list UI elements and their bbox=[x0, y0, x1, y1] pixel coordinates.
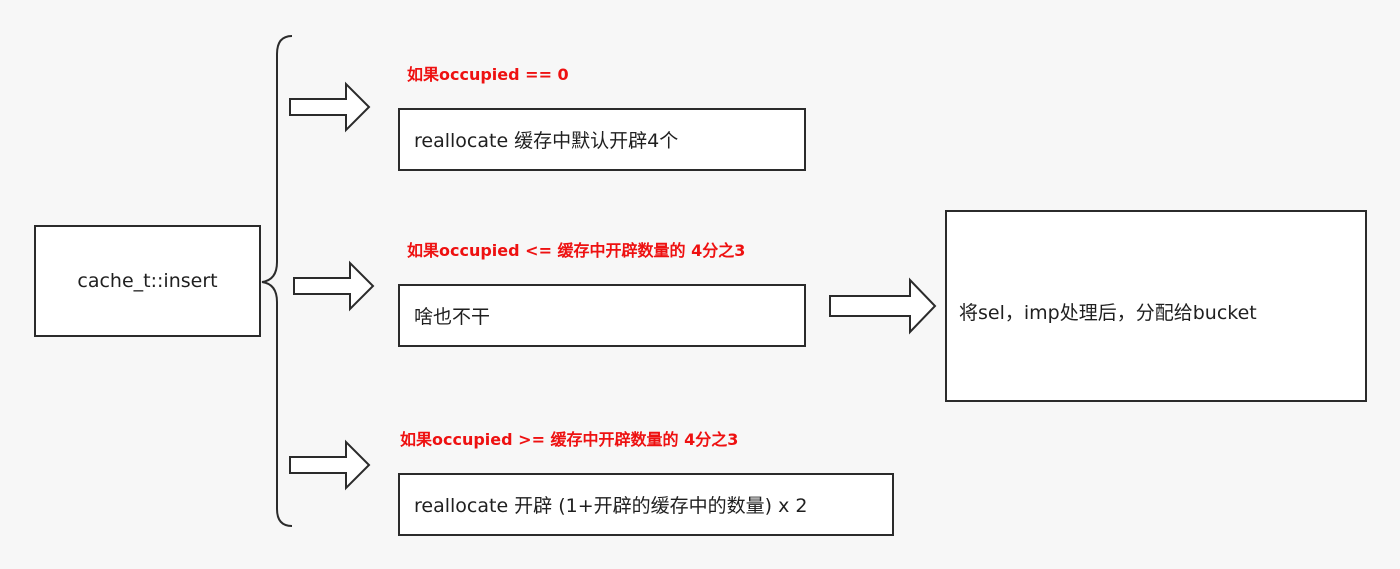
arrow-branch2 bbox=[293, 260, 375, 312]
node-result-label: 将sel，imp处理后，分配给bucket bbox=[959, 302, 1257, 324]
branch-brace bbox=[261, 35, 293, 527]
arrow-to-result bbox=[829, 277, 937, 335]
arrow-branch3 bbox=[289, 439, 371, 491]
node-result: 将sel，imp处理后，分配给bucket bbox=[945, 210, 1367, 402]
node-branch1-label: reallocate 缓存中默认开辟4个 bbox=[414, 130, 679, 152]
node-branch1-action: reallocate 缓存中默认开辟4个 bbox=[398, 108, 806, 171]
condition-branch1: 如果occupied == 0 bbox=[407, 65, 569, 84]
node-insert-label: cache_t::insert bbox=[77, 270, 218, 292]
condition-branch3: 如果occupied >= 缓存中开辟数量的 4分之3 bbox=[400, 430, 739, 449]
arrow-branch1 bbox=[289, 81, 371, 133]
node-branch3-label: reallocate 开辟 (1+开辟的缓存中的数量) x 2 bbox=[414, 495, 808, 517]
node-insert: cache_t::insert bbox=[34, 225, 261, 337]
condition-branch2: 如果occupied <= 缓存中开辟数量的 4分之3 bbox=[407, 241, 746, 260]
node-branch2-label: 啥也不干 bbox=[414, 306, 491, 328]
node-branch3-action: reallocate 开辟 (1+开辟的缓存中的数量) x 2 bbox=[398, 473, 894, 536]
node-branch2-action: 啥也不干 bbox=[398, 284, 806, 347]
